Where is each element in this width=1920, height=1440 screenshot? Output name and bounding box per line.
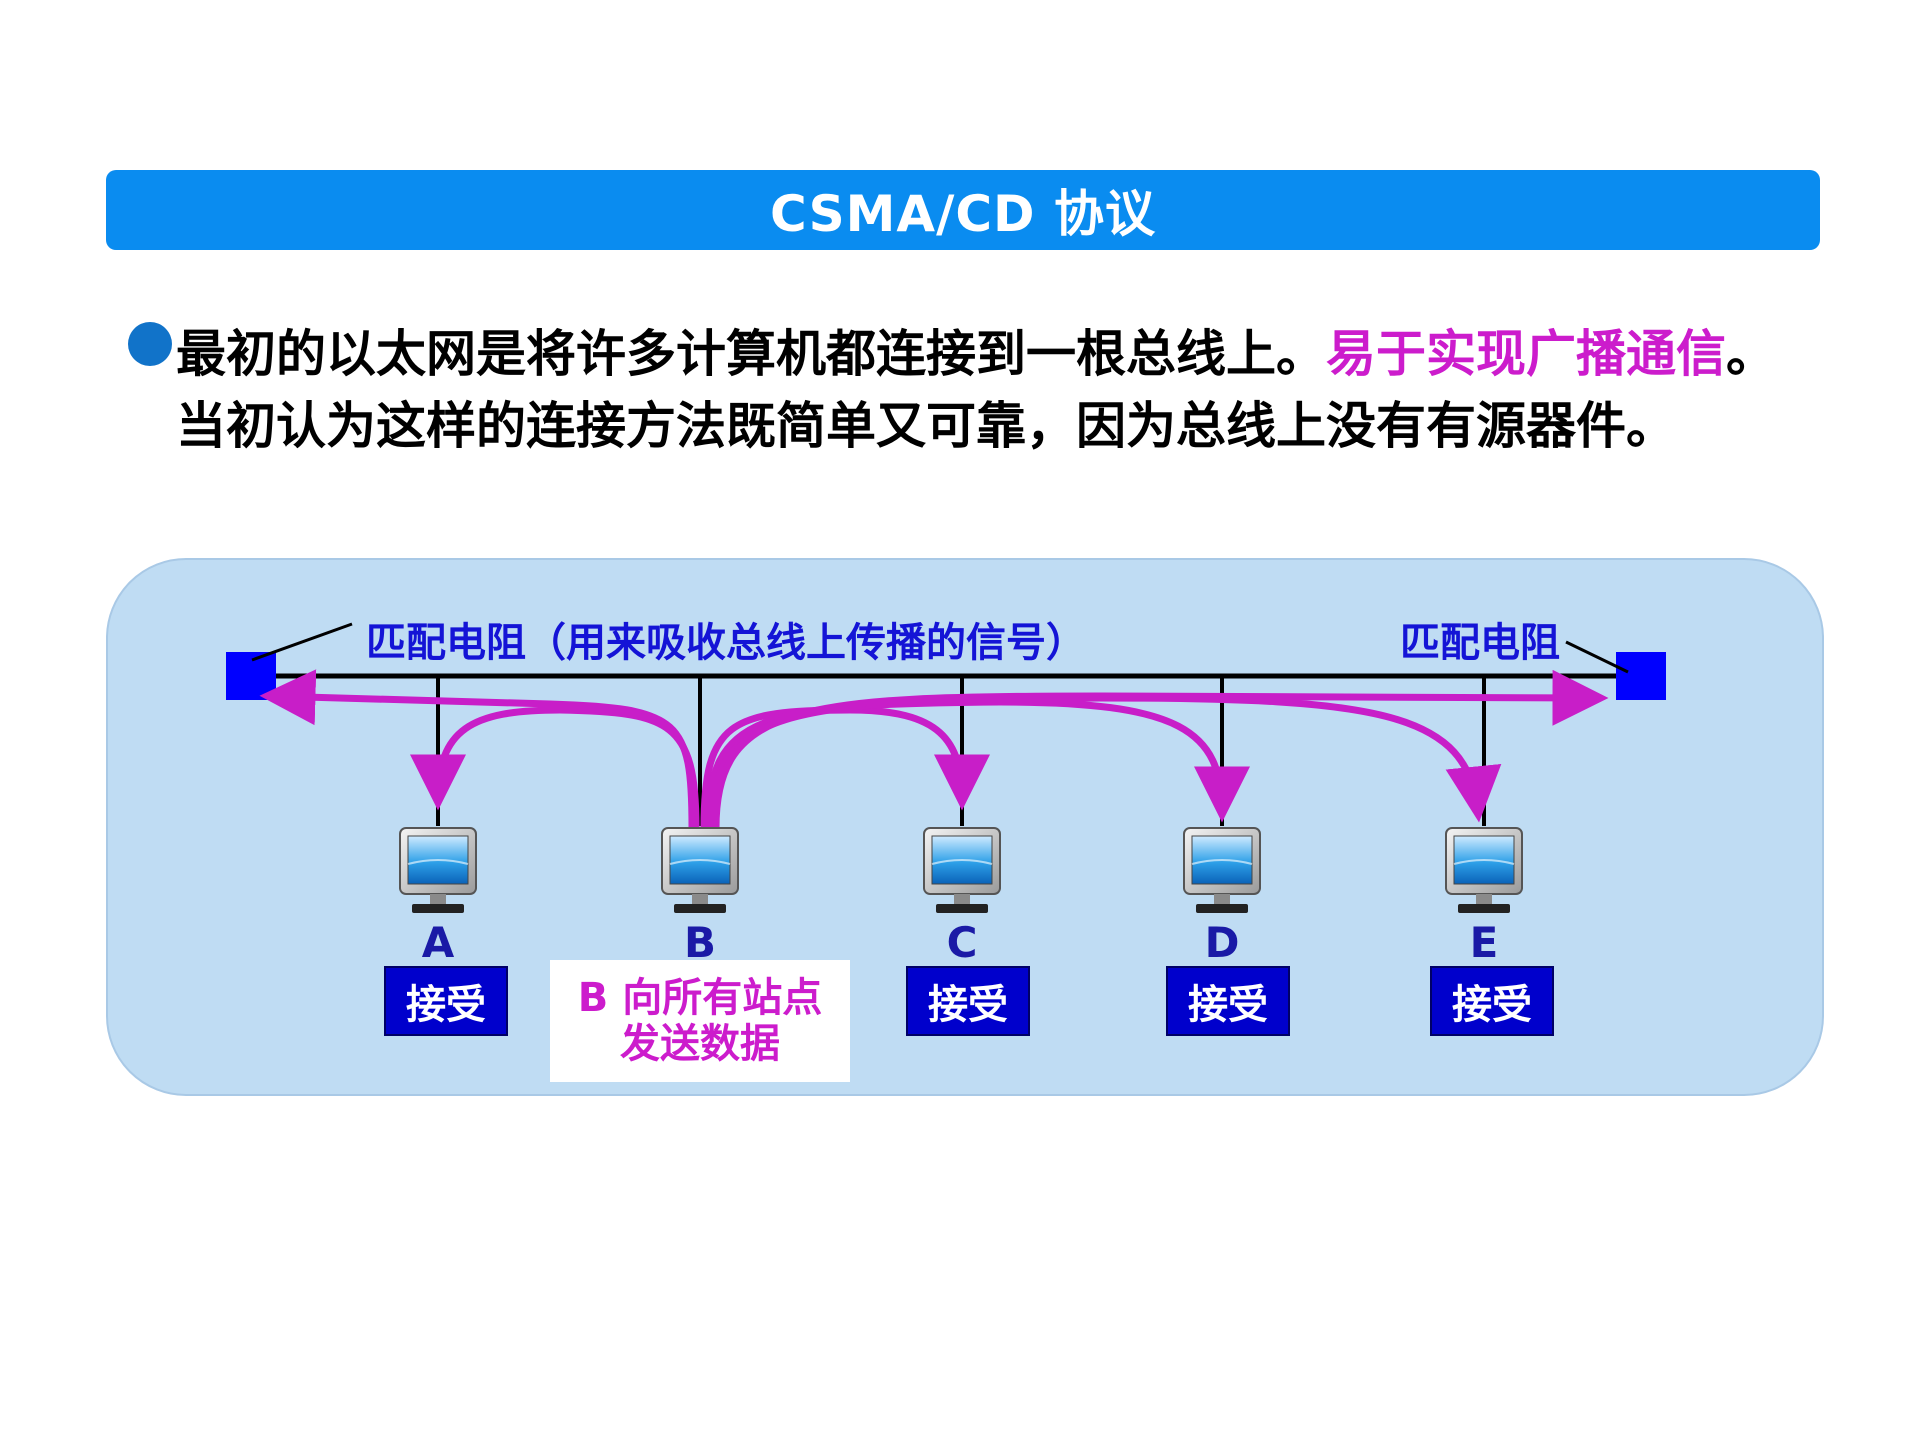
- intro-paragraph: 最初的以太网是将许多计算机都连接到一根总线上。易于实现广播通信。当初认为这样的连…: [176, 318, 1816, 462]
- computer-e-icon: [1445, 827, 1523, 914]
- computer-b-icon: [661, 827, 739, 914]
- arrow-to-right-terminator: [712, 669, 1609, 832]
- page-title: CSMA/CD 协议: [770, 185, 1156, 243]
- arrow-to-e: [708, 694, 1502, 832]
- receive-badge-a: 接受: [384, 966, 508, 1036]
- send-note-b: B 向所有站点 发送数据: [550, 960, 850, 1082]
- bullet-icon: [128, 322, 172, 366]
- para-text-2: 。当初认为这样的连接方法既简单又可靠，因为总线上没有有源器件。: [176, 325, 1776, 455]
- computer-c-icon: [923, 827, 1001, 914]
- terminator-left-icon: [226, 652, 276, 700]
- send-note-line-2: 发送数据: [620, 1021, 780, 1067]
- receive-badge-d: 接受: [1166, 966, 1290, 1036]
- terminator-left-label: 匹配电阻（用来吸收总线上传播的信号）: [366, 620, 1086, 666]
- terminator-left-leader: [251, 622, 353, 662]
- station-letter-e: E: [1469, 918, 1499, 967]
- terminator-right-label: 匹配电阻: [1400, 620, 1560, 666]
- receive-badge-c: 接受: [906, 966, 1030, 1036]
- station-letter-c: C: [946, 918, 978, 967]
- arrow-to-c: [700, 706, 990, 832]
- arrow-to-a: [410, 706, 700, 832]
- send-note-line-1: B 向所有站点: [577, 975, 823, 1021]
- title-bar: CSMA/CD 协议: [106, 170, 1820, 250]
- receive-badge-e: 接受: [1430, 966, 1554, 1036]
- computer-d-icon: [1183, 827, 1261, 914]
- terminator-right-icon: [1616, 652, 1666, 700]
- para-text-1: 最初的以太网是将许多计算机都连接到一根总线上。: [176, 325, 1326, 383]
- computer-a-icon: [399, 827, 477, 914]
- station-letter-a: A: [421, 918, 455, 967]
- para-highlight: 易于实现广播通信: [1326, 325, 1726, 383]
- station-letter-b: B: [683, 918, 716, 967]
- station-letter-d: D: [1204, 918, 1240, 967]
- terminator-right-leader: [1565, 640, 1629, 674]
- broadcast-arrows: [259, 669, 1609, 832]
